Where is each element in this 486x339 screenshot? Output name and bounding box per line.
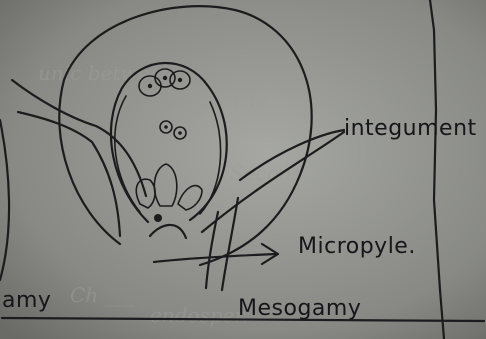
svg-text:endosper.: endosper. (150, 303, 248, 327)
left-partial-label: amy (2, 288, 51, 313)
integument-label: integument (344, 116, 477, 141)
mesogamy-label: Mesogamy (238, 296, 361, 321)
micropyle-label: Micropyle. (298, 234, 416, 259)
svg-text:The: The (230, 89, 268, 113)
svg-text:Ch ___: Ch ___ (70, 283, 135, 307)
